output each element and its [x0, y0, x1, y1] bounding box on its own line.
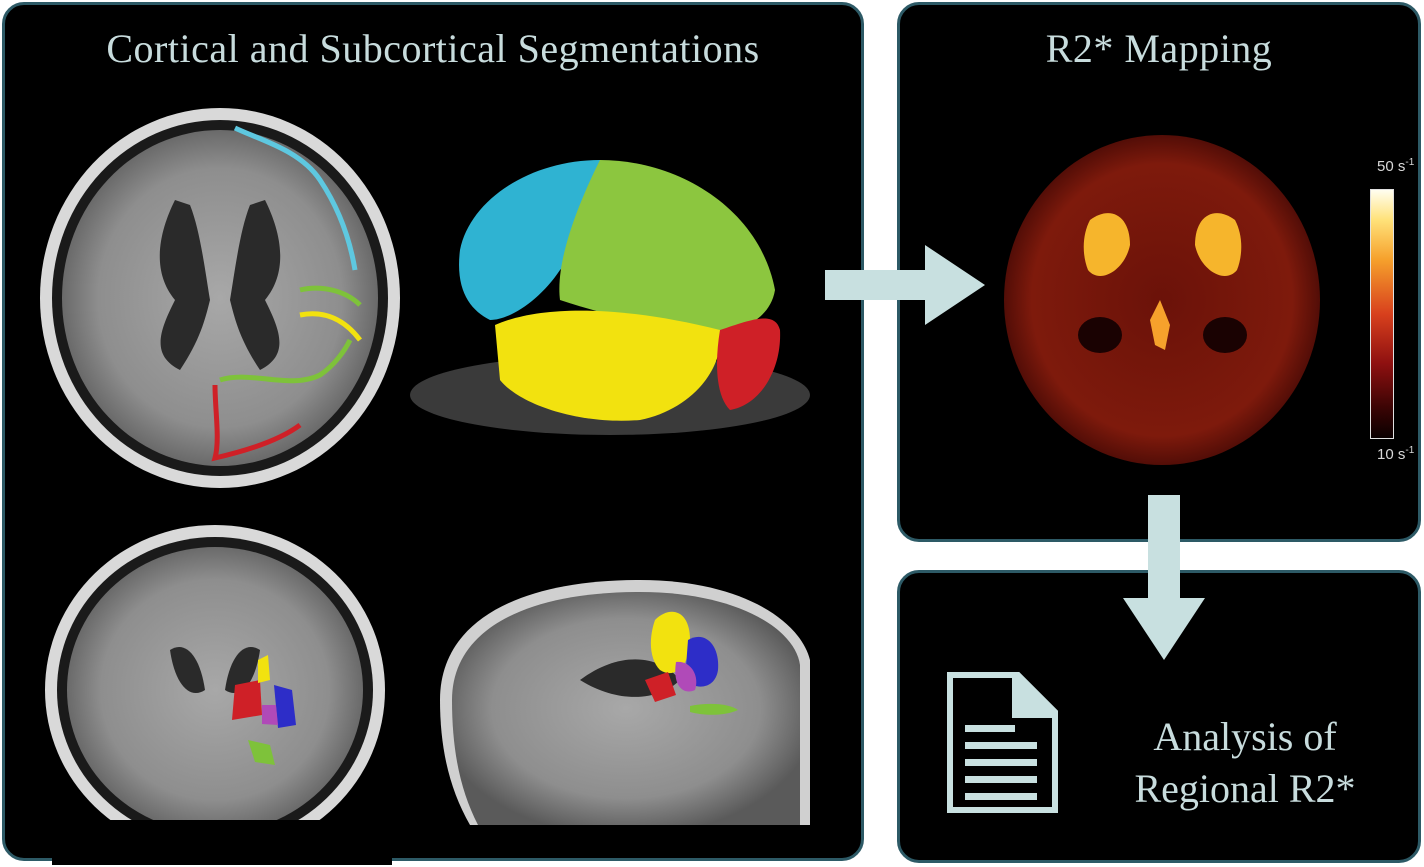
segmentation-title: Cortical and Subcortical Segmentations — [106, 26, 760, 71]
analysis-text-line1: Analysis of — [1153, 714, 1337, 759]
axial-mri-image — [40, 108, 400, 488]
arrow-down-icon — [1123, 495, 1205, 660]
cortical-surface-render — [410, 160, 810, 435]
colorbar-max-label: 50 s-1 — [1377, 157, 1415, 175]
document-icon — [947, 672, 1058, 813]
analysis-text-line2: Regional R2* — [1134, 766, 1356, 811]
r2-mapping-title: R2* Mapping — [1045, 26, 1273, 71]
r2-colorbar — [1370, 189, 1394, 439]
arrow-right-icon — [825, 245, 985, 325]
analysis-panel: Analysis of Regional R2* — [897, 570, 1421, 863]
r2-map-image — [1004, 135, 1320, 465]
colorbar-min-label: 10 s-1 — [1377, 445, 1415, 463]
coronal-mri-image — [45, 525, 392, 865]
sagittal-mri-image — [440, 580, 810, 825]
